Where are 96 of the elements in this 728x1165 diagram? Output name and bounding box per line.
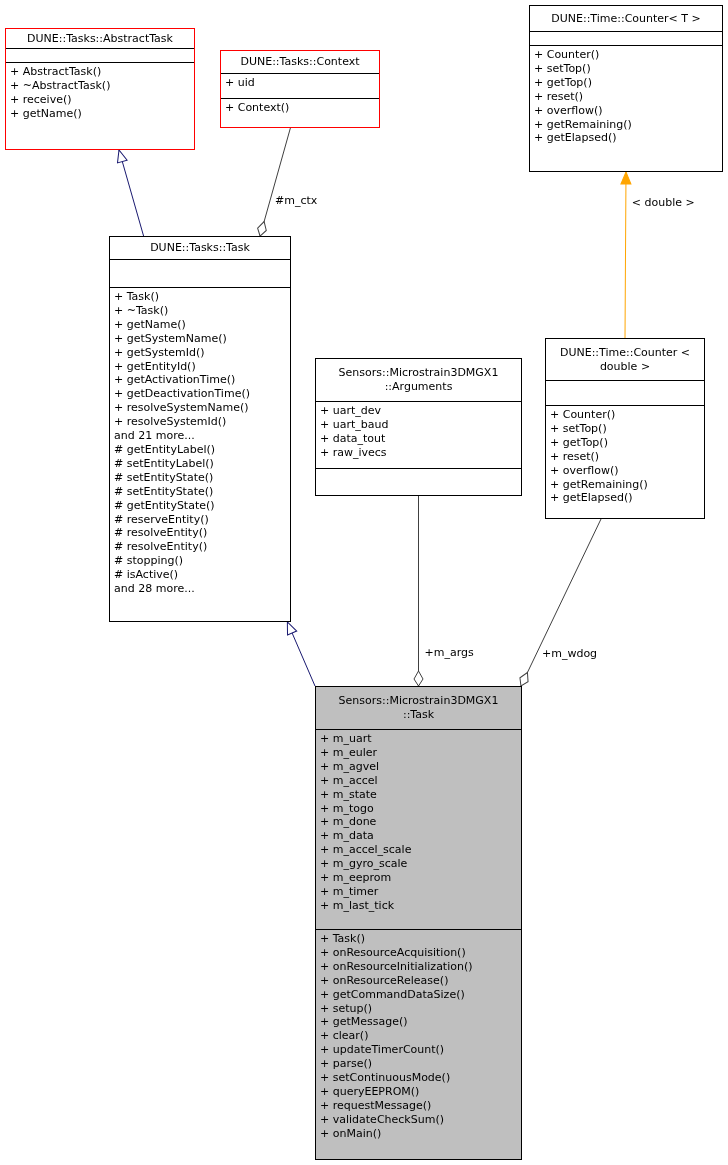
member-text: # setEntityState() — [114, 470, 215, 485]
member-text: + uart_baud — [320, 417, 390, 432]
member-text: # stopping() — [114, 554, 185, 569]
member-text: + parse() — [320, 1057, 374, 1072]
aggregation-line — [413, 495, 424, 687]
member-text: + receive() — [10, 92, 73, 107]
member-text: + getDeactivationTime() — [114, 387, 251, 402]
class-box — [315, 686, 522, 1160]
member-text: + getTop() — [534, 75, 593, 90]
member-text: + data_tout — [320, 431, 387, 446]
member-text: + getActivationTime() — [114, 373, 237, 388]
member-text: + m_done — [320, 815, 378, 830]
member-text: + ~Task() — [114, 303, 170, 318]
class-name: DUNE::Time::Counter< T > — [551, 11, 701, 26]
member-text: + m_euler — [320, 745, 378, 760]
member-text: + getSystemName() — [114, 331, 228, 346]
member-text: # getEntityState() — [114, 498, 216, 513]
member-text: + m_timer — [320, 884, 380, 899]
inheritance-arrow — [620, 171, 632, 339]
class-name: Sensors::Microstrain3DMGX1 ::Arguments — [337, 366, 500, 394]
edge-label: #m_ctx — [274, 193, 319, 207]
member-text: # reserveEntity() — [114, 512, 210, 527]
member-text: # resolveEntity() — [114, 540, 209, 555]
member-text: + Counter() — [550, 408, 617, 422]
member-text: + clear() — [320, 1029, 370, 1044]
aggregation-line — [257, 127, 291, 237]
member-text: + validateCheckSum() — [320, 1112, 445, 1127]
aggregation-line — [519, 518, 602, 687]
member-text: and 28 more... — [114, 582, 196, 596]
member-text: and 21 more... — [114, 429, 196, 443]
member-text: # resolveEntity() — [114, 526, 209, 541]
member-text: + onResourceInitialization() — [320, 959, 474, 974]
member-text: + m_data — [320, 829, 375, 844]
member-text: + getName() — [10, 106, 83, 121]
member-text: + getElapsed() — [534, 131, 618, 146]
member-text: + Counter() — [534, 48, 601, 62]
member-text: + m_accel — [320, 773, 379, 788]
member-text: + resolveSystemName() — [114, 401, 250, 416]
member-text: + AbstractTask() — [10, 65, 103, 79]
member-text: # setEntityLabel() — [114, 456, 215, 471]
member-text: + m_accel_scale — [320, 843, 413, 858]
member-text: + getCommandDataSize() — [320, 987, 466, 1002]
member-text: + overflow() — [550, 463, 620, 478]
class-box — [315, 358, 522, 496]
member-text: + m_gyro_scale — [320, 857, 409, 872]
class-box — [545, 338, 705, 519]
class-name: DUNE::Tasks::AbstractTask — [27, 31, 173, 46]
member-text: + setTop() — [534, 61, 592, 76]
class-box — [220, 50, 380, 128]
member-text: + onMain() — [320, 1126, 383, 1141]
member-text: + uart_dev — [320, 404, 383, 418]
class-box — [529, 5, 723, 172]
member-text: + Task() — [114, 290, 161, 304]
class-name: Sensors::Microstrain3DMGX1 ::Task — [337, 694, 500, 722]
member-text: + Task() — [320, 932, 367, 946]
member-text: + getMessage() — [320, 1015, 409, 1030]
member-text: + requestMessage() — [320, 1098, 433, 1113]
member-text: + raw_ivecs — [320, 445, 388, 460]
edge-label: +m_wdog — [540, 646, 599, 660]
member-text: # getEntityLabel() — [114, 442, 217, 457]
member-text: + m_eeprom — [320, 871, 393, 885]
class-name: DUNE::Tasks::Context — [240, 55, 360, 69]
member-text: + setup() — [320, 1001, 374, 1016]
member-text: + reset() — [550, 449, 601, 464]
member-text: + setContinuousMode() — [320, 1071, 452, 1085]
member-text: + getSystemId() — [114, 345, 206, 360]
member-text: # isActive() — [114, 568, 180, 583]
member-text: + overflow() — [534, 103, 604, 118]
member-text: + m_state — [320, 787, 378, 802]
member-text: + setTop() — [550, 421, 608, 436]
member-text: + getRemaining() — [534, 117, 633, 132]
member-text: + m_agvel — [320, 759, 380, 774]
member-text: + m_togo — [320, 801, 375, 816]
member-text: + getName() — [114, 317, 187, 332]
member-text: + getRemaining() — [550, 477, 649, 492]
edge-label: < double > — [630, 195, 696, 209]
member-text: # setEntityState() — [114, 484, 215, 499]
member-text: + Context() — [225, 101, 291, 115]
inheritance-arrow — [286, 621, 316, 687]
member-text: + getTop() — [550, 435, 609, 450]
member-text: + m_uart — [320, 732, 373, 746]
class-name: DUNE::Tasks::Task — [150, 241, 250, 255]
member-text: + onResourceAcquisition() — [320, 945, 467, 960]
member-text: + getElapsed() — [550, 491, 634, 506]
member-text: + onResourceRelease() — [320, 973, 450, 988]
member-text: + m_last_tick — [320, 898, 396, 913]
inheritance-arrow — [117, 149, 145, 237]
member-text: + updateTimerCount() — [320, 1043, 446, 1058]
member-text: + reset() — [534, 89, 585, 104]
member-text: + uid — [225, 76, 256, 90]
class-box — [5, 28, 195, 150]
class-name: DUNE::Time::Counter < double > — [559, 345, 691, 374]
member-text: + ~AbstractTask() — [10, 78, 112, 93]
member-text: + getEntityId() — [114, 359, 197, 374]
member-text: + queryEEPROM() — [320, 1084, 421, 1099]
member-text: + resolveSystemId() — [114, 415, 228, 430]
